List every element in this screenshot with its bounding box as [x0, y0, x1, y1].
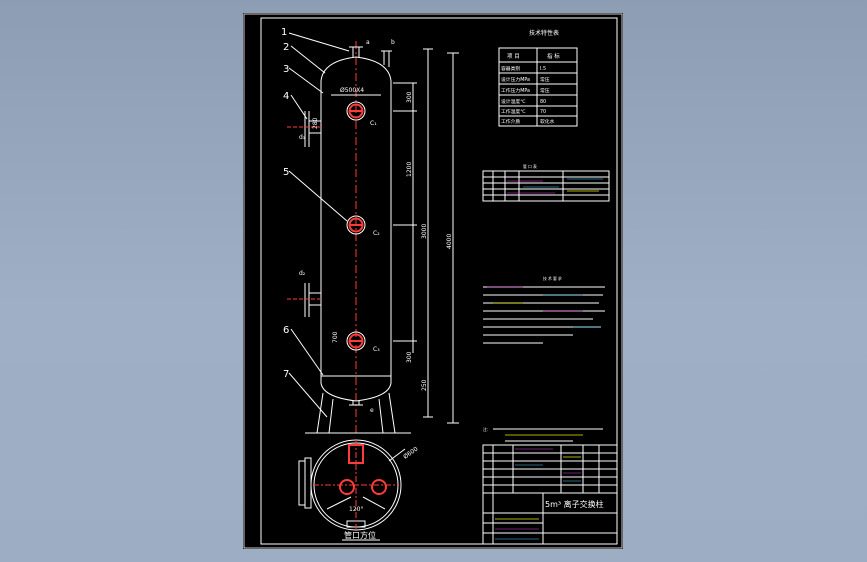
callout-4: 4	[283, 91, 289, 102]
nozzle-mark-d1: d₁	[299, 134, 306, 141]
vessel-drawing: a b d₁ d₂ C₁ C₂ C₃ e Ø500X4	[243, 13, 623, 549]
nozzle-mark-e: e	[370, 407, 374, 414]
part-callouts: 1 2 3 4 5 6 7	[281, 27, 350, 418]
spec-row-label: 容器类别	[501, 65, 520, 72]
plan-view-label: 管口方位	[344, 530, 376, 540]
vessel-shell	[320, 56, 392, 402]
spec-row-label: 设计温度℃	[501, 98, 526, 105]
spec-row-label: 工作介质	[501, 118, 520, 125]
spec-row-label: 设计压力MPa	[501, 76, 530, 83]
dim-c3-offset: 300	[406, 351, 413, 363]
dim-plan-angle: 120°	[349, 506, 363, 513]
dim-plan-diameter: Ø600	[402, 446, 419, 461]
dim-bottom-height: 250	[421, 379, 428, 391]
spec-row-label: 工作压力MPa	[501, 87, 530, 94]
nozzle-mark-c3: C₃	[373, 346, 380, 353]
nozzle-table: 管 口 表	[482, 164, 610, 202]
spec-row-value: 70	[540, 109, 546, 115]
plan-view	[298, 439, 406, 531]
sight-glass-c2	[346, 215, 366, 235]
callout-7: 7	[283, 369, 289, 380]
spec-header-value: 指 标	[547, 52, 560, 60]
callout-5: 5	[283, 167, 289, 178]
spec-row-value: 软化水	[540, 118, 555, 125]
spec-row-value: 常压	[540, 76, 550, 83]
callout-3: 3	[283, 64, 289, 75]
spec-header-item: 项 目	[507, 53, 520, 60]
sight-glass-c3	[346, 331, 366, 351]
dim-top-offset: 300	[406, 91, 413, 103]
dim-middle-span: 3000	[421, 224, 428, 239]
dim-left-700: 700	[332, 331, 339, 343]
dim-diameter: Ø500X4	[340, 87, 364, 94]
nozzle-mark-b: b	[391, 39, 395, 46]
callout-2: 2	[283, 42, 289, 53]
nozzle-mark-a: a	[366, 39, 370, 46]
drawing-sheet: a b d₁ d₂ C₁ C₂ C₃ e Ø500X4	[243, 13, 623, 549]
spec-row-value: I.5	[540, 66, 546, 72]
spec-row-label: 工作温度℃	[501, 108, 526, 115]
technical-notes: 技 术 要 求	[483, 276, 605, 344]
support-skirt	[316, 392, 334, 434]
title-block	[482, 444, 618, 545]
callout-1: 1	[281, 27, 287, 38]
sight-glass-c1	[346, 101, 366, 121]
dim-c1-spacing: 1200	[406, 162, 413, 177]
dim-overall-height: 4000	[446, 234, 453, 249]
nozzle-table-title: 管 口 表	[523, 164, 537, 169]
drawing-name: 5m³ 离子交换柱	[545, 499, 604, 509]
outer-border	[243, 13, 623, 549]
nozzle-mark-d2: d₂	[299, 270, 306, 277]
nozzle-mark-c1: C₁	[370, 120, 377, 127]
spec-table-title: 技术特性表	[529, 29, 559, 37]
notes-title: 技 术 要 求	[543, 276, 562, 281]
inner-border	[260, 17, 618, 545]
note-label: 注：	[483, 427, 491, 432]
spec-row-value: 80	[540, 99, 546, 105]
spec-row-value: 常压	[540, 87, 550, 94]
callout-6: 6	[283, 325, 289, 336]
dim-left-280: 280	[312, 117, 319, 129]
nozzle-mark-c2: C₂	[373, 230, 380, 237]
spec-table: 技术特性表 项 目 指 标 容器类别 I.5 设计压力MPa 常压 工作压力MP…	[498, 29, 578, 127]
